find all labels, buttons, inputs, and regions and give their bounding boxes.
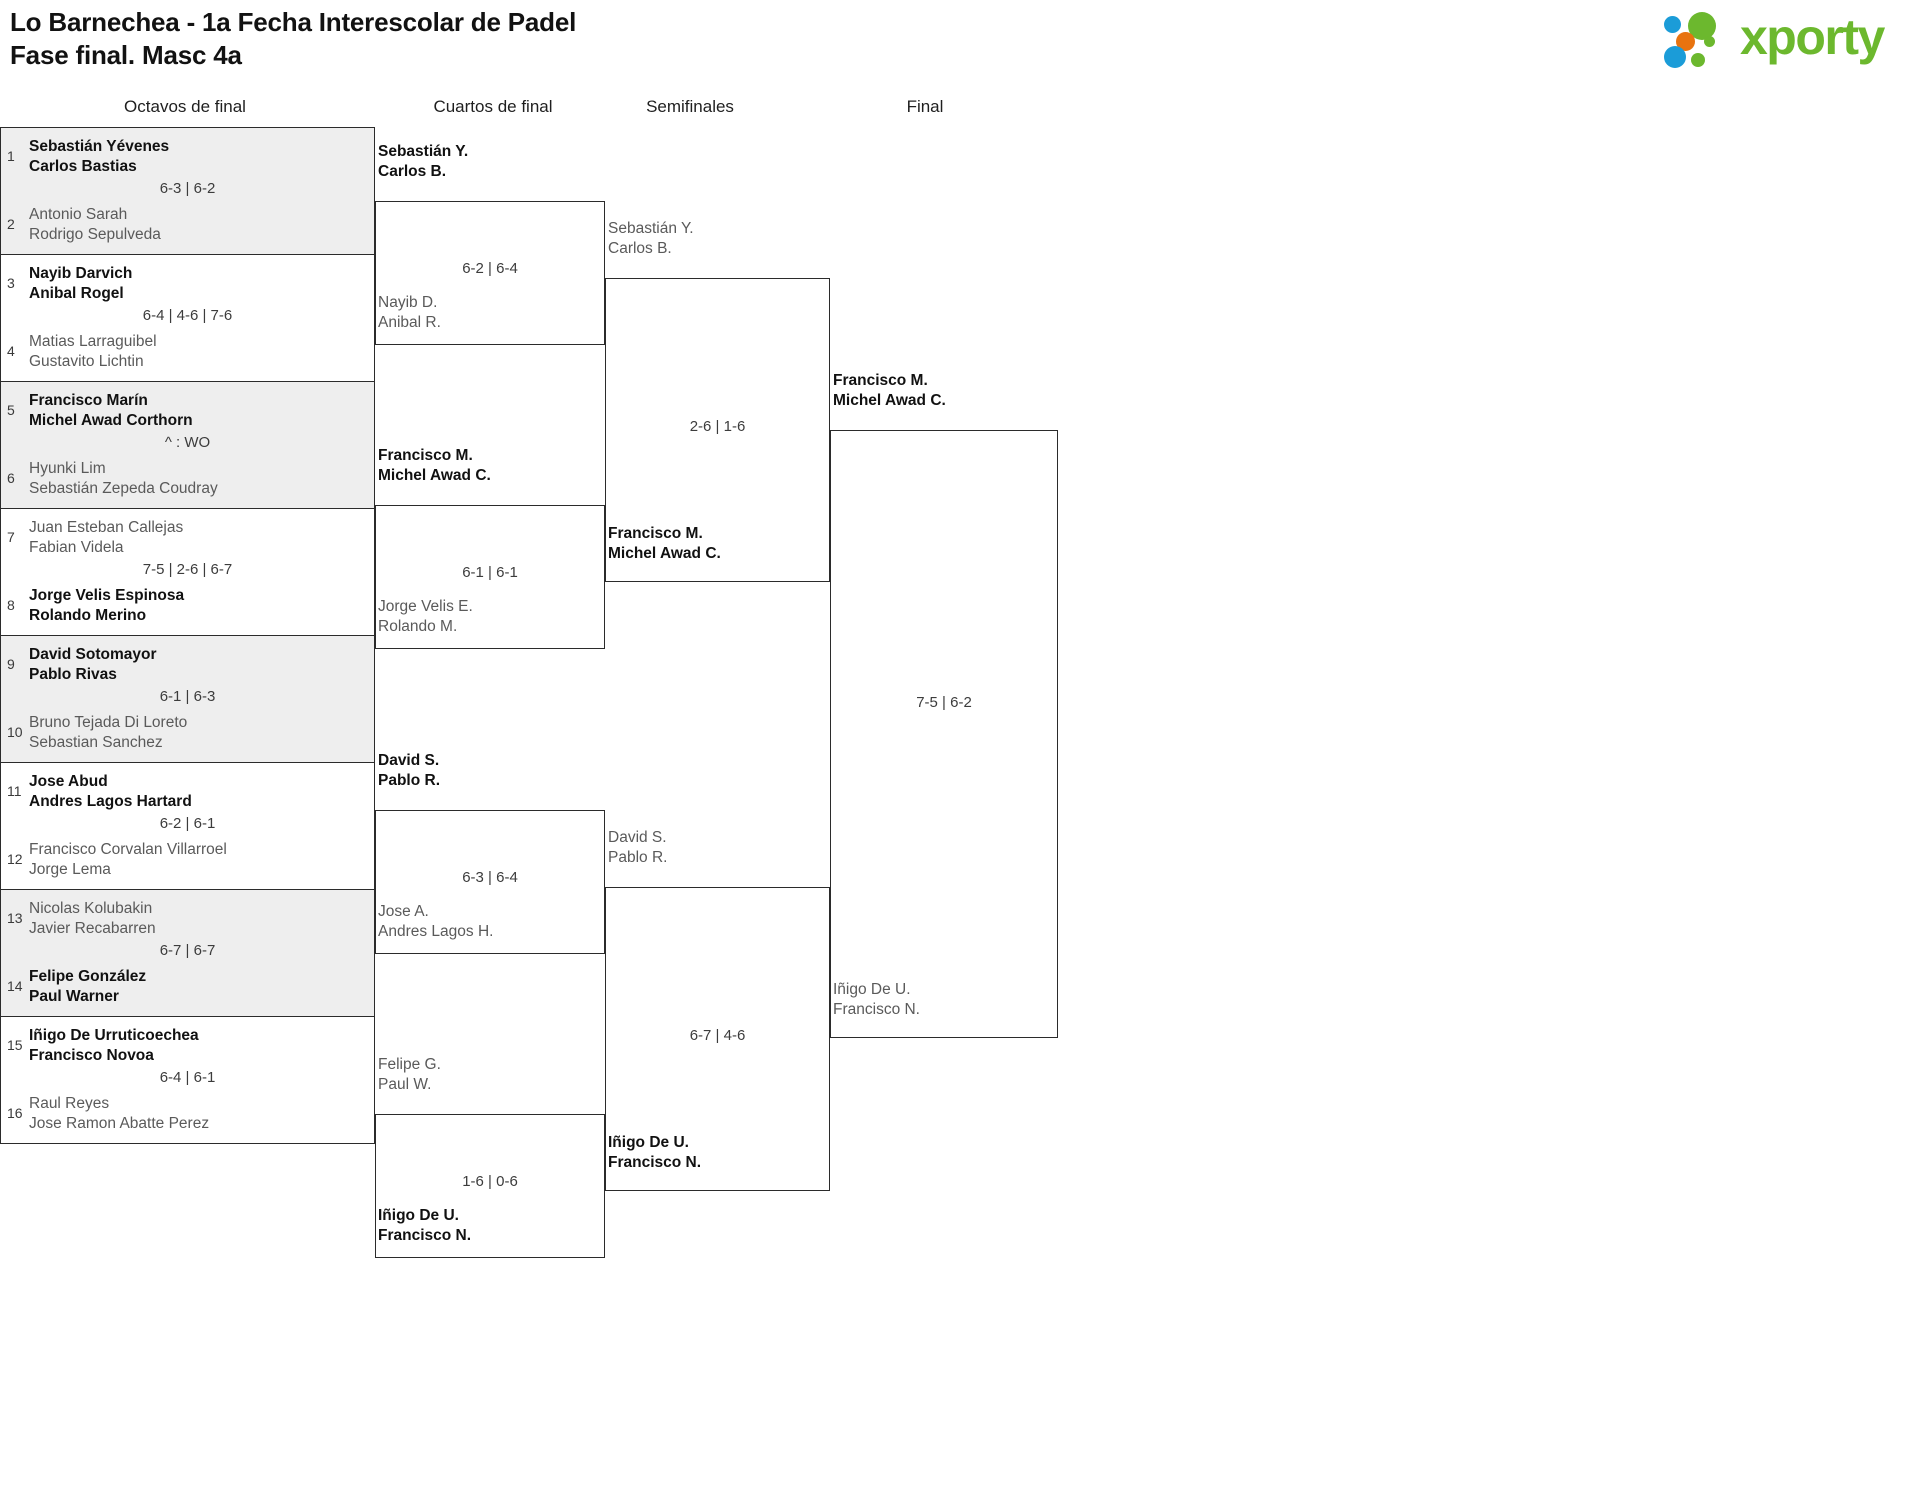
round-heading-semifinales: Semifinales [646, 97, 734, 116]
r2-match-4-bottom-team: Iñigo De U. Francisco N. [378, 1207, 472, 1244]
r1-match-1-seed-bot: 2 [7, 216, 15, 232]
r3-match-2-top-team: David S. Pablo R. [608, 829, 668, 866]
r1-match-4-seed-top: 7 [7, 529, 15, 545]
r1-match-6-score: 6-2 | 6-1 [159, 815, 216, 832]
round-heading-cuartos: Cuartos de final [433, 97, 553, 116]
r1-match-4-seed-bot: 8 [7, 597, 15, 613]
r3-match-1-connector[interactable]: 2-6 | 1-6 [605, 278, 830, 582]
r3-match-2-bottom-team: Iñigo De U. Francisco N. [608, 1134, 702, 1171]
r2-match-1-score: 6-2 | 6-4 [462, 260, 518, 277]
r2-match-1-top-team: Sebastián Y. Carlos B. [378, 143, 469, 180]
r3-match-1-score: 2-6 | 1-6 [689, 418, 746, 435]
r1-match-5-seed-bot: 10 [7, 724, 23, 740]
r1-match-7-seed-bot: 14 [7, 978, 23, 994]
r2-match-2-bottom-team: Jorge Velis E. Rolando M. [378, 598, 473, 635]
tournament-phase: Fase final. Masc 4a [10, 40, 242, 70]
r2-match-3-bottom-team: Jose A. Andres Lagos H. [378, 903, 494, 940]
r3-match-2-connector[interactable]: 6-7 | 4-6 [605, 887, 830, 1191]
r1-match-7-score: 6-7 | 6-7 [159, 942, 216, 959]
r1-match-4-score: 7-5 | 2-6 | 6-7 [142, 561, 233, 578]
r3-match-1-bottom-team: Francisco M. Michel Awad C. [608, 525, 721, 562]
round-heading-final: Final [906, 97, 944, 116]
r1-match-6-seed-bot: 12 [7, 851, 23, 867]
r2-match-4-top-team: Felipe G. Paul W. [378, 1056, 441, 1093]
final-match-top-team: Francisco M. Michel Awad C. [833, 372, 946, 409]
r2-match-3-connector[interactable]: 6-3 | 6-4 [375, 810, 605, 954]
r3-match-2-score: 6-7 | 4-6 [689, 1027, 746, 1044]
r2-match-1-connector[interactable]: 6-2 | 6-4 [375, 201, 605, 345]
r3-match-1-top-team: Sebastián Y. Carlos B. [608, 220, 694, 257]
r2-match-2-score: 6-1 | 6-1 [462, 564, 518, 581]
r2-match-2-connector[interactable]: 6-1 | 6-1 [375, 505, 605, 649]
r1-match-5-score: 6-1 | 6-3 [159, 688, 216, 705]
r1-match-8-seed-bot: 16 [7, 1105, 23, 1121]
r1-match-3-score: ^ : WO [164, 434, 211, 451]
r1-match-2-score: 6-4 | 4-6 | 7-6 [142, 307, 233, 324]
r1-match-2-seed-top: 3 [7, 275, 15, 291]
r2-match-1-bottom-team: Nayib D. Anibal R. [378, 294, 441, 331]
final-match-connector[interactable]: 7-5 | 6-2 [830, 430, 1058, 1038]
r2-match-3-score: 6-3 | 6-4 [462, 869, 518, 886]
r1-match-8-score: 6-4 | 6-1 [159, 1069, 216, 1086]
r1-match-3-seed-bot: 6 [7, 470, 15, 486]
xporty-logo: xporty [1664, 8, 1900, 70]
r1-match-6-seed-top: 11 [7, 783, 22, 799]
r1-match-2-seed-bot: 4 [7, 343, 15, 359]
r2-match-4-connector[interactable]: 1-6 | 0-6 [375, 1114, 605, 1258]
r1-match-3-seed-top: 5 [7, 402, 15, 418]
r1-match-1-score: 6-3 | 6-2 [159, 180, 216, 197]
final-match-score: 7-5 | 6-2 [916, 694, 972, 711]
round-heading-octavos: Octavos de final [124, 97, 246, 116]
r1-match-7-seed-top: 13 [7, 910, 23, 926]
r1-match-1-seed-top: 1 [7, 148, 15, 164]
r2-match-4-score: 1-6 | 0-6 [462, 1173, 518, 1190]
logo-wordmark: xporty [1740, 9, 1885, 65]
r1-match-5-seed-top: 9 [7, 656, 15, 672]
final-match-bottom-team: Iñigo De U. Francisco N. [833, 981, 920, 1018]
logo-dots-icon [1664, 12, 1738, 68]
r1-match-8-seed-top: 15 [7, 1037, 23, 1053]
r2-match-2-top-team: Francisco M. Michel Awad C. [378, 447, 491, 484]
tournament-name: Lo Barnechea - 1a Fecha Interescolar de … [10, 7, 577, 37]
page-title: Lo Barnechea - 1a Fecha Interescolar de … [10, 6, 576, 72]
r2-match-3-top-team: David S. Pablo R. [378, 752, 441, 789]
